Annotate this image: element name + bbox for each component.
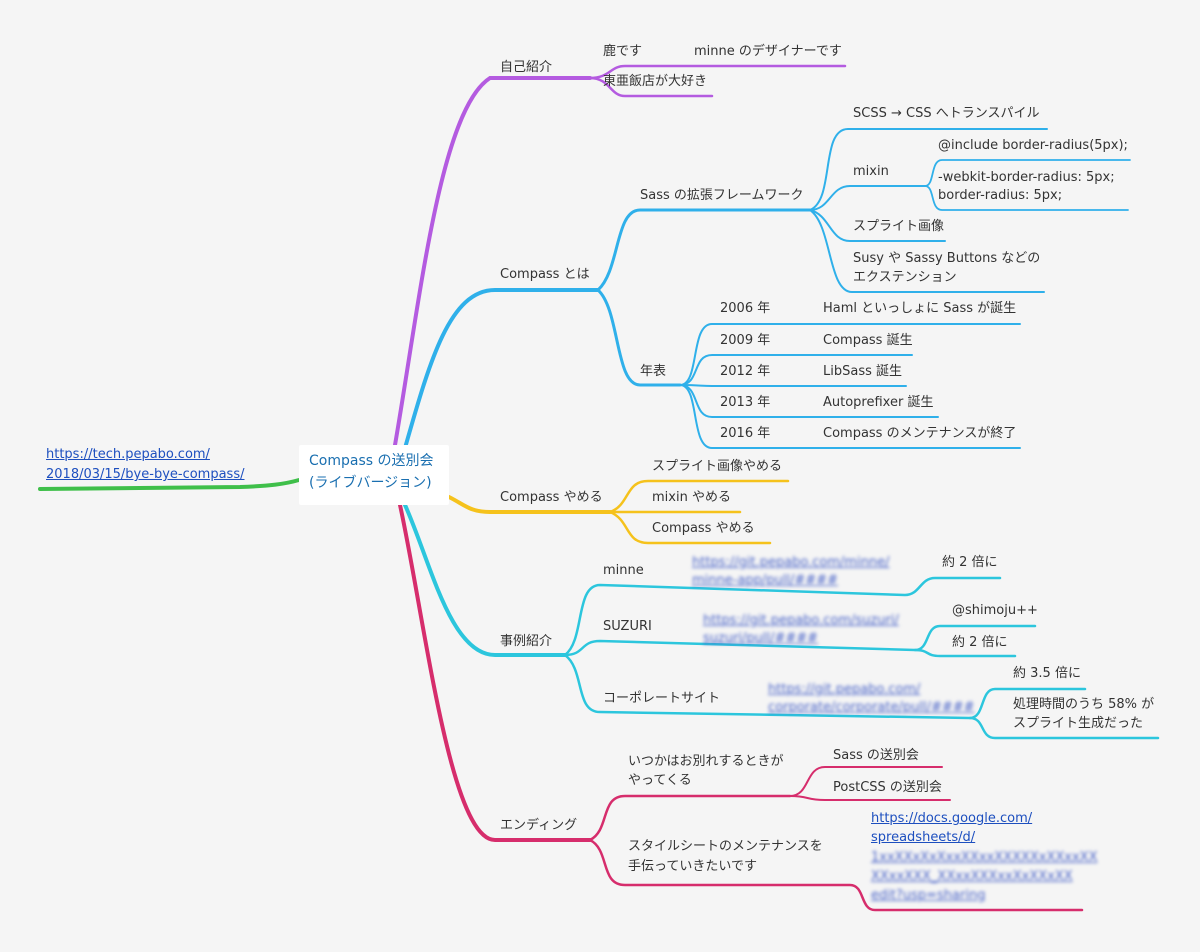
root-node[interactable]: Compass の送別会 (ライブバージョン) <box>299 445 449 505</box>
case-suzuri-link-line2[interactable]: suzuri/pull/#### <box>703 631 819 646</box>
source-url-line1[interactable]: https://tech.pepabo.com/ <box>46 447 210 462</box>
node-quit-sprite[interactable]: スプライト画像やめる <box>652 459 783 474</box>
timeline-event[interactable]: Haml といっしょに Sass が誕生 <box>823 301 1017 316</box>
case-minne-link-line2[interactable]: minne-app/pull/#### <box>692 573 838 588</box>
timeline-year: 2006 年 <box>720 301 771 316</box>
node-mixin-output-1[interactable]: -webkit-border-radius: 5px; <box>938 170 1115 185</box>
timeline-year: 2012 年 <box>720 364 771 379</box>
case-corporate-link-line2[interactable]: corporate/corporate/pull/#### <box>768 700 975 715</box>
node-farewell-sass[interactable]: Sass の送別会 <box>833 748 919 763</box>
case-corporate-note-line1[interactable]: 処理時間のうち 58% が <box>1013 697 1155 712</box>
node-deer[interactable]: 鹿です <box>603 44 643 59</box>
timeline-year: 2009 年 <box>720 333 771 348</box>
node-mixin-include[interactable]: @include border-radius(5px); <box>938 138 1128 153</box>
timeline-year: 2013 年 <box>720 395 771 410</box>
root-title-line2: (ライブバージョン) <box>309 475 432 491</box>
node-farewell-line2[interactable]: やってくる <box>628 773 692 788</box>
timeline-event[interactable]: Autoprefixer 誕生 <box>823 395 934 410</box>
node-self-intro[interactable]: 自己紹介 <box>500 60 553 75</box>
maintain-link-line4[interactable]: XXxxXXX_XXxxXXXxxXxXXxXX <box>871 869 1073 884</box>
case-suzuri-result[interactable]: 約 2 倍に <box>952 635 1008 650</box>
root-title-line1: Compass の送別会 <box>309 453 434 469</box>
node-case-suzuri[interactable]: SUZURI <box>603 619 652 634</box>
node-extension-line1[interactable]: Susy や Sassy Buttons などの <box>853 251 1041 266</box>
node-sprite[interactable]: スプライト画像 <box>853 219 945 234</box>
node-cases[interactable]: 事例紹介 <box>500 634 553 649</box>
node-quit-compass[interactable]: Compass やめる <box>652 521 755 536</box>
branch-quit <box>447 495 612 514</box>
node-mixin-output-2[interactable]: border-radius: 5px; <box>938 188 1063 203</box>
maintain-link-line3[interactable]: 1xxXXxXxXxxXXxxXXXXXxXXxxXX <box>871 850 1098 865</box>
node-timeline[interactable]: 年表 <box>640 364 667 379</box>
branch-source <box>38 478 301 491</box>
branch-self-intro <box>393 76 592 447</box>
node-designer[interactable]: minne のデザイナーです <box>694 44 842 59</box>
maintain-link-line1[interactable]: https://docs.google.com/ <box>871 811 1033 826</box>
case-corporate-result[interactable]: 約 3.5 倍に <box>1013 666 1081 681</box>
timeline-event[interactable]: LibSass 誕生 <box>823 364 903 379</box>
case-suzuri-link-line1[interactable]: https://git.pepabo.com/suzuri/ <box>703 613 899 628</box>
branch-about <box>403 288 600 450</box>
case-suzuri-thanks[interactable]: @shimoju++ <box>952 603 1038 618</box>
case-minne-link-line1[interactable]: https://git.pepabo.com/minne/ <box>692 555 890 570</box>
branch-ending <box>398 503 592 842</box>
case-minne-result[interactable]: 約 2 倍に <box>942 555 998 570</box>
node-mixin[interactable]: mixin <box>853 164 889 179</box>
timeline-year: 2016 年 <box>720 426 771 441</box>
node-extension-line2[interactable]: エクステンション <box>853 270 957 285</box>
node-restaurant[interactable]: 東亜飯店が大好き <box>603 74 708 89</box>
node-ending[interactable]: エンディング <box>500 818 578 833</box>
case-corporate-note-line2[interactable]: スプライト生成だった <box>1013 716 1144 731</box>
node-maintain-line2[interactable]: 手伝っていきたいです <box>628 859 757 874</box>
timeline-event[interactable]: Compass 誕生 <box>823 333 913 348</box>
node-case-corporate[interactable]: コーポレートサイト <box>603 691 721 706</box>
source-url-line2[interactable]: 2018/03/15/bye-bye-compass/ <box>46 467 245 482</box>
node-maintain-line1[interactable]: スタイルシートのメンテナンスを <box>628 839 823 854</box>
branch-cases <box>403 503 567 657</box>
maintain-link-line5[interactable]: edit?usp=sharing <box>871 888 986 903</box>
node-framework[interactable]: Sass の拡張フレームワーク <box>640 188 804 203</box>
node-about[interactable]: Compass とは <box>500 267 590 282</box>
timeline-event[interactable]: Compass のメンテナンスが終了 <box>823 426 1017 441</box>
node-transpile[interactable]: SCSS → CSS へトランスパイル <box>853 106 1040 121</box>
node-case-minne[interactable]: minne <box>603 563 644 578</box>
case-corporate-link-line1[interactable]: https://git.pepabo.com/ <box>768 682 921 697</box>
node-quit[interactable]: Compass やめる <box>500 490 603 505</box>
node-quit-mixin[interactable]: mixin やめる <box>652 490 731 505</box>
node-farewell-line1[interactable]: いつかはお別れするときが <box>628 754 784 769</box>
maintain-link-line2[interactable]: spreadsheets/d/ <box>871 830 976 845</box>
node-farewell-postcss[interactable]: PostCSS の送別会 <box>833 780 942 795</box>
